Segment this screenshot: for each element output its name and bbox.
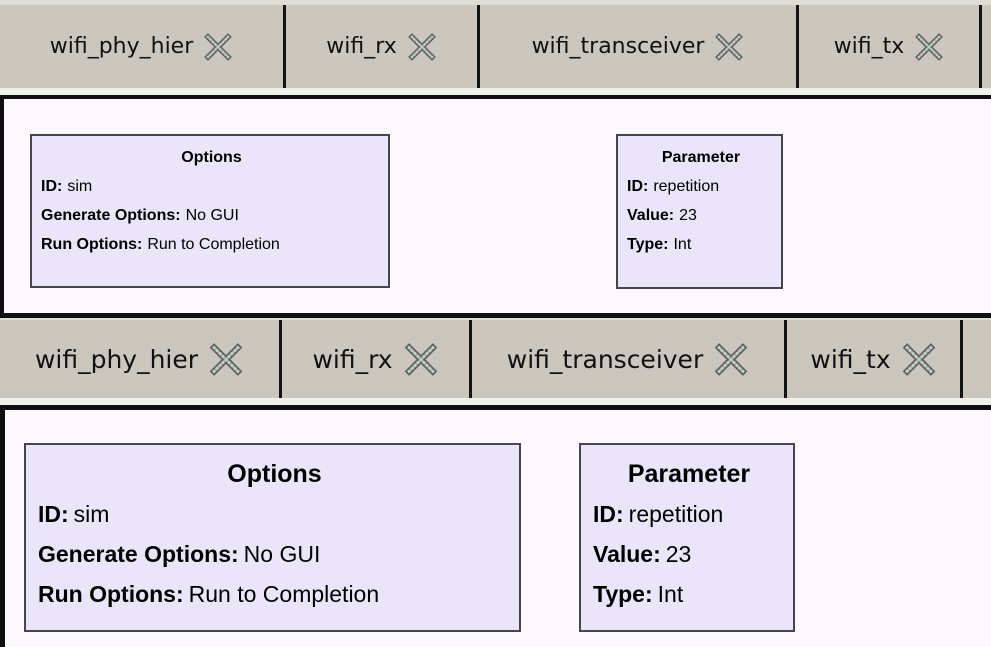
param-label: Value: [593, 541, 661, 567]
param-label: ID: [627, 178, 649, 195]
block-title: Options [181, 149, 242, 166]
screenshot-section-bottom: wifi_phy_hier wifi_rx wifi_transceiver w… [0, 318, 991, 647]
block-param-row: ID:repetition [627, 172, 775, 201]
close-icon[interactable] [714, 32, 744, 61]
block-param-row: Value:23 [627, 201, 775, 230]
close-icon[interactable] [407, 32, 437, 61]
param-value: Run to Completion [147, 236, 280, 253]
block-param-row: Run Options:Run to Completion [38, 574, 511, 614]
screenshot-section-top: wifi_phy_hier wifi_rx wifi_transceiver w… [0, 0, 991, 318]
param-label: ID: [41, 178, 63, 195]
tab-wifi-phy-hier[interactable]: wifi_phy_hier [0, 5, 286, 88]
flowgraph-canvas[interactable]: Options ID:sim Generate Options:No GUI R… [0, 405, 991, 647]
param-value: Int [657, 581, 684, 607]
param-label: Run Options: [41, 236, 143, 253]
tab-label: wifi_phy_hier [34, 344, 199, 374]
tab-wifi-tx[interactable]: wifi_tx [799, 5, 982, 88]
tab-label: wifi_transceiver [531, 34, 705, 59]
block-title: Options [227, 460, 322, 488]
param-label: ID: [38, 501, 69, 527]
close-icon[interactable] [901, 342, 937, 376]
param-label: ID: [593, 501, 624, 527]
tab-wifi-rx[interactable]: wifi_rx [286, 5, 480, 88]
close-icon[interactable] [203, 32, 233, 61]
tab-label: wifi_tx [810, 344, 891, 374]
tab-label: wifi_rx [312, 344, 393, 374]
block-param-row: ID:repetition [593, 494, 785, 534]
tab-label: wifi_transceiver [506, 344, 704, 374]
parameter-block[interactable]: Parameter ID:repetition Value:23 Type:In… [616, 134, 783, 289]
options-block[interactable]: Options ID:sim Generate Options:No GUI R… [30, 134, 390, 288]
flowgraph-canvas[interactable]: Options ID:sim Generate Options:No GUI R… [0, 95, 991, 318]
options-block[interactable]: Options ID:sim Generate Options:No GUI R… [24, 443, 521, 632]
param-label: Value: [627, 207, 675, 224]
param-label: Generate Options: [41, 207, 181, 224]
param-label: Generate Options: [38, 541, 239, 567]
block-param-row: Type:Int [593, 574, 785, 614]
block-param-row: Run Options:Run to Completion [41, 230, 382, 259]
param-value: 23 [665, 541, 692, 567]
param-value: No GUI [185, 207, 239, 224]
tab-label: wifi_tx [833, 34, 905, 59]
param-label: Type: [593, 581, 653, 607]
close-icon[interactable] [713, 342, 749, 376]
close-icon[interactable] [914, 32, 944, 61]
param-value: Int [673, 236, 692, 253]
param-value: Run to Completion [188, 581, 380, 607]
parameter-block[interactable]: Parameter ID:repetition Value:23 Type:In… [579, 443, 795, 632]
param-value: sim [73, 501, 110, 527]
tab-label: wifi_phy_hier [49, 34, 194, 59]
block-param-row: ID:sim [38, 494, 511, 534]
tab-wifi-tx[interactable]: wifi_tx [787, 320, 963, 398]
close-icon[interactable] [403, 342, 439, 376]
param-value: 23 [679, 207, 697, 224]
param-value: sim [67, 178, 93, 195]
close-icon[interactable] [208, 342, 244, 376]
tab-wifi-transceiver[interactable]: wifi_transceiver [480, 5, 799, 88]
param-value: No GUI [243, 541, 321, 567]
block-param-row: Value:23 [593, 534, 785, 574]
param-value: repetition [653, 178, 720, 195]
tab-wifi-phy-hier[interactable]: wifi_phy_hier [0, 320, 282, 398]
param-label: Type: [627, 236, 669, 253]
block-param-row: ID:sim [41, 172, 382, 201]
block-param-row: Generate Options:No GUI [38, 534, 511, 574]
tab-label: wifi_rx [326, 34, 397, 59]
block-param-row: Generate Options:No GUI [41, 201, 382, 230]
param-value: repetition [628, 501, 724, 527]
block-title: Parameter [661, 149, 741, 166]
tab-bar: wifi_phy_hier wifi_rx wifi_transceiver w… [0, 0, 991, 95]
block-param-row: Type:Int [627, 230, 775, 259]
tab-bar: wifi_phy_hier wifi_rx wifi_transceiver w… [0, 318, 991, 405]
tab-wifi-transceiver[interactable]: wifi_transceiver [472, 320, 787, 398]
param-label: Run Options: [38, 581, 184, 607]
tab-wifi-rx[interactable]: wifi_rx [282, 320, 472, 398]
block-title: Parameter [627, 460, 751, 488]
